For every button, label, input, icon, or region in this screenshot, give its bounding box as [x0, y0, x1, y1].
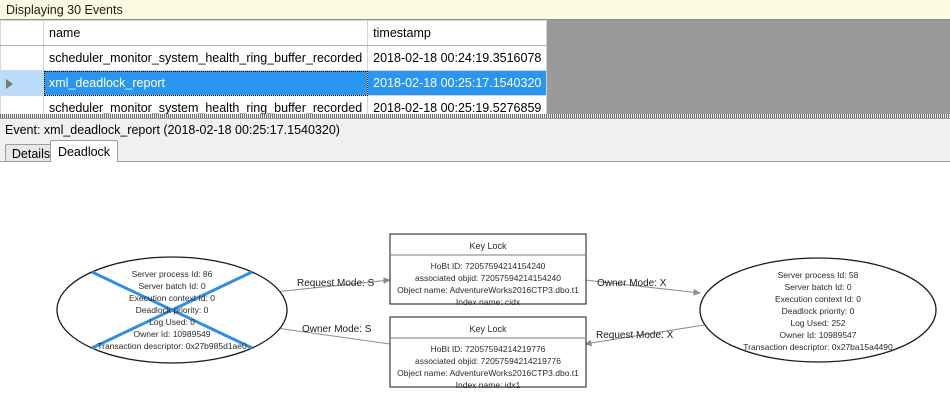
event-header-label: Event: xml_deadlock_report (2018-02-18 0…	[5, 122, 340, 137]
process-node-right[interactable]: Server process Id: 58 Server batch Id: 0…	[699, 257, 937, 363]
process-right-line-6: Transaction descriptor: 0x27ba15a4490	[743, 342, 893, 352]
key-lock-bottom-line-0: HoBt ID: 72057594214219776	[431, 344, 546, 354]
deadlock-graph-canvas[interactable]: Request Mode: S Owner Mode: X Owner Mode…	[0, 161, 950, 400]
process-left-line-0: Server process Id: 86	[132, 269, 213, 279]
tab-details-label: Details	[11, 146, 51, 161]
events-table: name timestamp scheduler_monitor_system_…	[0, 20, 548, 121]
process-right-line-0: Server process Id: 58	[778, 270, 859, 280]
tabstrip: Details Deadlock	[0, 140, 950, 162]
events-grid[interactable]: name timestamp scheduler_monitor_system_…	[0, 20, 950, 121]
cell-name[interactable]: scheduler_monitor_system_health_ring_buf…	[42, 45, 369, 71]
key-lock-bottom-line-2: Object name: AdventureWorks2016CTP3.dbo.…	[397, 368, 579, 378]
edge-label-request-mode-x: Request Mode: X	[596, 330, 674, 341]
process-left-line-5: Owner Id: 10989549	[133, 329, 210, 339]
process-left-line-3: Deadlock priority: 0	[136, 305, 209, 315]
edge-label-request-mode-s: Request Mode: S	[297, 278, 375, 289]
tab-deadlock[interactable]: Deadlock	[50, 140, 118, 162]
events-banner: Displaying 30 Events	[0, 0, 950, 20]
process-left-line-1: Server batch Id: 0	[138, 281, 205, 291]
key-lock-bottom-line-1: associated objid: 72057594214219776	[415, 356, 561, 366]
process-left-line-6: Transaction descriptor: 0x27b985d1ae0	[97, 341, 247, 351]
cell-timestamp[interactable]: 2018-02-18 00:24:19.3516078	[367, 45, 548, 71]
cell-name[interactable]: xml_deadlock_report	[42, 70, 369, 96]
grid-horizontal-scrollbar[interactable]	[0, 114, 950, 118]
table-header-row: name timestamp	[0, 20, 548, 46]
process-right-line-3: Deadlock priority: 0	[782, 306, 855, 316]
edge-label-owner-mode-s: Owner Mode: S	[302, 324, 372, 335]
process-left-line-4: Log Used: 0	[149, 317, 195, 327]
resource-node-key-lock-top[interactable]: Key Lock HoBt ID: 72057594214154240 asso…	[389, 233, 587, 307]
column-header-timestamp[interactable]: timestamp	[367, 20, 548, 46]
edge-top-owner-right: Owner Mode: X	[584, 278, 702, 296]
process-right-line-1: Server batch Id: 0	[784, 282, 851, 292]
tab-details[interactable]: Details	[5, 144, 57, 162]
tab-deadlock-label: Deadlock	[57, 144, 111, 159]
row-selector-cell[interactable]	[0, 45, 44, 71]
key-lock-top-line-3: Index name: cidx	[456, 297, 521, 307]
key-lock-top-line-1: associated objid: 72057594214154240	[415, 273, 561, 283]
key-lock-bottom-line-3: Index name: idx1	[456, 380, 521, 390]
events-banner-label: Displaying 30 Events	[6, 2, 123, 17]
process-right-line-5: Owner Id: 10989547	[779, 330, 856, 340]
resource-node-key-lock-bottom[interactable]: Key Lock HoBt ID: 72057594214219776 asso…	[389, 316, 587, 390]
column-header-name[interactable]: name	[42, 20, 369, 46]
key-lock-bottom-title: Key Lock	[469, 324, 507, 334]
table-row-selected[interactable]: xml_deadlock_report 2018-02-18 00:25:17.…	[0, 70, 548, 96]
key-lock-top-title: Key Lock	[469, 241, 507, 251]
edge-right-request-bottom: Request Mode: X	[583, 324, 705, 347]
key-lock-top-line-2: Object name: AdventureWorks2016CTP3.dbo.…	[397, 285, 579, 295]
cell-timestamp[interactable]: 2018-02-18 00:25:17.1540320	[367, 70, 548, 96]
row-selector-triangle-icon	[6, 78, 13, 89]
process-right-line-2: Execution context Id: 0	[775, 294, 861, 304]
event-header: Event: xml_deadlock_report (2018-02-18 0…	[0, 118, 950, 140]
process-node-left[interactable]: Server process Id: 86 Server batch Id: 0…	[56, 256, 288, 364]
row-selector-cell[interactable]	[0, 70, 44, 96]
edge-label-owner-mode-x: Owner Mode: X	[597, 278, 667, 289]
process-left-line-2: Execution context Id: 0	[129, 293, 215, 303]
key-lock-top-line-0: HoBt ID: 72057594214154240	[431, 261, 546, 271]
edge-bottom-owner-left: Owner Mode: S	[260, 323, 391, 345]
process-right-line-4: Log Used: 252	[790, 318, 846, 328]
column-header-selector[interactable]	[0, 20, 44, 46]
table-row[interactable]: scheduler_monitor_system_health_ring_buf…	[0, 45, 548, 71]
